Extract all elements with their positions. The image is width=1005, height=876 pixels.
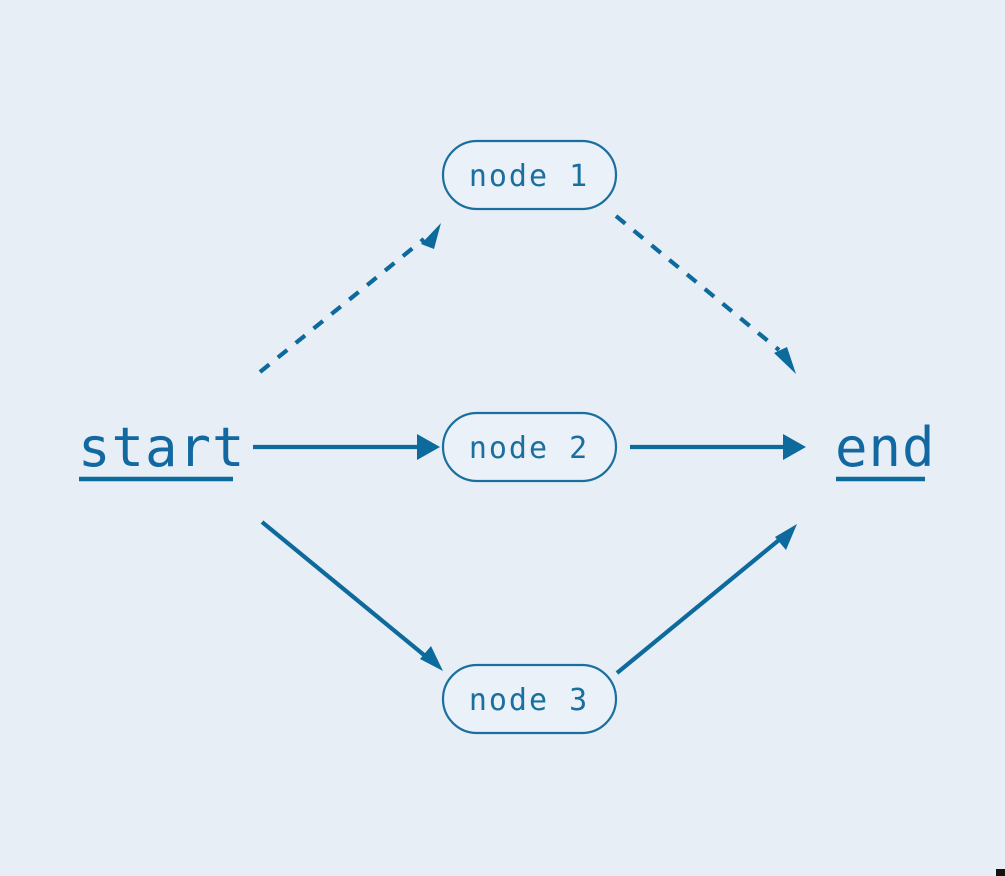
edge-node1-to-end-line — [614, 214, 781, 352]
edge-node2-to-end-arrowhead — [783, 434, 806, 460]
edge-start-to-node3 — [260, 520, 443, 671]
edge-start-to-node1 — [258, 223, 441, 374]
node-node1-label: node 1 — [469, 159, 589, 194]
node-node3-label: node 3 — [469, 683, 589, 718]
edge-start-to-node3-arrowhead — [420, 646, 443, 671]
terminal-end-label: end — [835, 416, 936, 479]
node-node2-shape[interactable] — [441, 411, 618, 483]
terminal-start[interactable]: start — [78, 416, 246, 482]
edge-node2-to-end — [630, 434, 806, 460]
edge-start-to-node1-line — [258, 237, 426, 374]
edge-node3-to-end-arrowhead — [775, 524, 797, 550]
node-node2[interactable]: node 2 — [441, 411, 618, 483]
edge-node1-to-end-arrowhead — [774, 347, 796, 374]
terminal-end[interactable]: end — [835, 416, 936, 482]
node-node3-shape[interactable] — [441, 663, 618, 735]
node-node1[interactable]: node 1 — [441, 139, 618, 211]
edge-node3-to-end-line — [615, 538, 781, 675]
node-node2-label: node 2 — [469, 431, 589, 466]
edge-start-to-node1-arrowhead — [421, 223, 441, 249]
edge-start-to-node2 — [253, 434, 440, 460]
node-node1-shape[interactable] — [441, 139, 618, 211]
node-node3[interactable]: node 3 — [441, 663, 618, 735]
edge-start-to-node2-arrowhead — [417, 434, 440, 460]
edge-start-to-node3-line — [260, 520, 426, 657]
corner-artifact — [996, 869, 1005, 876]
edge-node1-to-end — [614, 214, 796, 374]
edge-node3-to-end — [615, 524, 797, 675]
terminal-start-label: start — [78, 416, 246, 479]
